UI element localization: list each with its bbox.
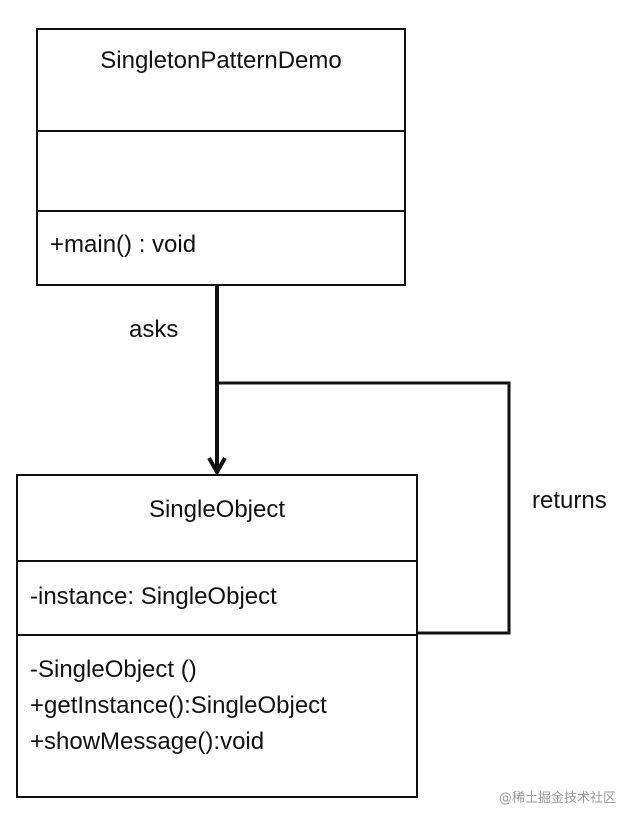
class-name-compartment: SingleObject (18, 476, 416, 562)
class-name: SingletonPatternDemo (100, 47, 342, 74)
returns-connector-line (217, 381, 511, 635)
attributes-compartment (38, 132, 404, 212)
asks-arrowhead (207, 457, 227, 477)
returns-label: returns (532, 487, 607, 514)
class-name-compartment: SingletonPatternDemo (38, 30, 404, 132)
attributes-compartment: -instance: SingleObject (18, 562, 416, 636)
class-singleton-pattern-demo: SingletonPatternDemo +main() : void (36, 28, 406, 286)
operation-constructor: -SingleObject () (30, 656, 197, 683)
attribute-instance: -instance: SingleObject (30, 583, 277, 610)
operation-show-message: +showMessage():void (30, 728, 265, 755)
class-name: SingleObject (148, 496, 286, 523)
asks-label: asks (129, 316, 179, 343)
operations-compartment: +main() : void (38, 212, 404, 284)
operation-main: +main() : void (50, 231, 197, 258)
operations-compartment: -SingleObject () +getInstance():SingleOb… (18, 636, 416, 760)
watermark: @稀土掘金技术社区 (498, 791, 616, 806)
class-single-object: SingleObject -instance: SingleObject -Si… (16, 474, 418, 798)
operation-get-instance: +getInstance():SingleObject (30, 692, 327, 719)
